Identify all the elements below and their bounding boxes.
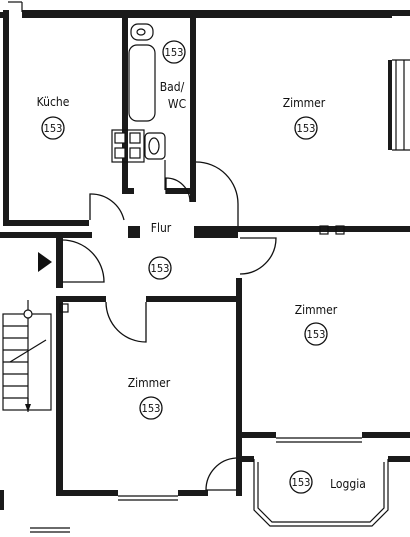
room-number-bad: 153: [165, 46, 184, 59]
stair-start-icon: [23, 309, 33, 319]
room-name-flur: Flur: [151, 221, 172, 235]
stair-marker-icon: [38, 252, 52, 272]
door-bath: [165, 177, 191, 203]
walls: [0, 10, 410, 510]
room-name-zimmer-e: Zimmer: [295, 303, 338, 317]
door-zimmer-ne: [195, 161, 239, 226]
door-loggia: [205, 457, 237, 491]
room-name-bad-line2: WC: [168, 97, 186, 111]
room-number-flur: 153: [151, 262, 170, 275]
room-number-loggia: 153: [292, 476, 311, 489]
room-number-kueche: 153: [44, 122, 63, 135]
room-number-zimmer-e: 153: [307, 328, 326, 341]
door-kitchen: [89, 193, 125, 221]
door-corridor-left: [61, 239, 105, 283]
room-name-zimmer-s: Zimmer: [128, 376, 171, 390]
room-labels: Küche 153 153 Bad/ WC Zimmer 153 Flur 15…: [37, 46, 366, 491]
door-zimmer-e: [239, 237, 277, 275]
room-number-circles: [41, 40, 328, 494]
room-number-zimmer-ne: 153: [297, 122, 316, 135]
room-number-zimmer-s: 153: [142, 402, 161, 415]
stair-arrow-icon: [25, 404, 31, 412]
door-swings: [61, 161, 277, 491]
door-zimmer-s: [105, 301, 147, 343]
room-name-kueche: Küche: [37, 95, 70, 109]
room-name-zimmer-ne: Zimmer: [283, 96, 326, 110]
room-name-loggia: Loggia: [330, 477, 366, 491]
stove-burners: [114, 132, 141, 159]
room-name-bad-line1: Bad/: [160, 80, 185, 94]
